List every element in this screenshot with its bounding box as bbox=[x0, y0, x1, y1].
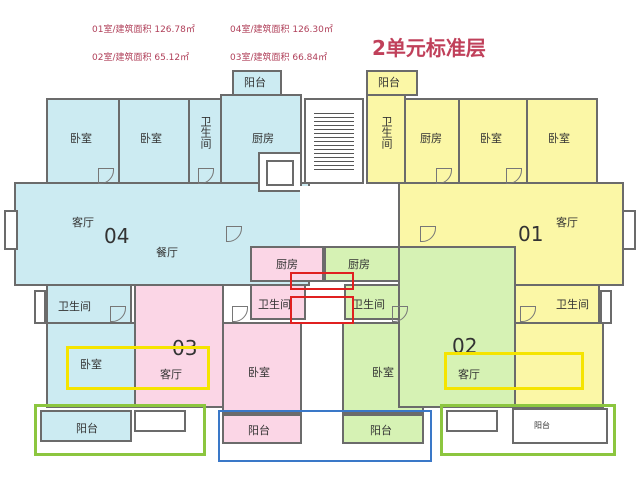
unit-04-number: 04 bbox=[104, 224, 130, 248]
highlight-blue-bottom bbox=[218, 410, 432, 462]
balcony-01-lower-label: 阳台 bbox=[534, 421, 550, 430]
bedroom-01-b-label: 卧室 bbox=[548, 132, 570, 145]
core-corridor bbox=[300, 186, 366, 246]
bedroom-02-label: 卧室 bbox=[372, 366, 394, 379]
bedroom-03-label: 卧室 bbox=[248, 366, 270, 379]
kitchen-03-label: 厨房 bbox=[276, 258, 298, 271]
bedroom-04-lower-label: 卧室 bbox=[80, 358, 102, 371]
legend-01: 01室/建筑面积 126.78㎡ bbox=[92, 25, 195, 35]
legend-03: 03室/建筑面积 66.84㎡ bbox=[230, 53, 328, 63]
kitchen-02 bbox=[324, 246, 400, 282]
ledge-02 bbox=[446, 410, 498, 432]
balcony-03-label: 阳台 bbox=[248, 424, 270, 437]
balcony-03 bbox=[222, 414, 302, 444]
balcony-04-lower bbox=[40, 410, 132, 442]
highlight-yellow-left bbox=[66, 346, 210, 390]
bath-04-lower-label: 卫生间 bbox=[58, 300, 91, 313]
kitchen-04-top-label: 厨房 bbox=[252, 132, 274, 145]
highlight-red-top bbox=[290, 272, 354, 290]
highlight-green-left bbox=[34, 404, 206, 456]
elevator-car bbox=[266, 160, 294, 186]
window-01-right bbox=[622, 210, 636, 250]
ledge-03 bbox=[134, 410, 186, 432]
bath-03-label: 卫生间 bbox=[258, 298, 291, 311]
bath-02-label: 卫生间 bbox=[352, 298, 385, 311]
bath-03 bbox=[250, 284, 306, 320]
bedroom-01-lower bbox=[514, 322, 604, 408]
door-arc-7 bbox=[232, 306, 248, 322]
highlight-red-bottom bbox=[290, 296, 354, 324]
living-01-label: 客厅 bbox=[556, 216, 578, 229]
balcony-02-label: 阳台 bbox=[370, 424, 392, 437]
bath-04-top-label: 卫生间 bbox=[199, 116, 212, 149]
unit-01-number: 01 bbox=[518, 222, 544, 246]
highlight-green-right bbox=[440, 404, 616, 456]
floor-title: 2单元标准层 bbox=[372, 36, 486, 60]
window-04-lower bbox=[34, 290, 46, 324]
stair-treads bbox=[314, 110, 354, 172]
bath-01-top-label: 卫生间 bbox=[380, 116, 393, 149]
living-04-label: 客厅 bbox=[72, 216, 94, 229]
window-01-lower bbox=[600, 290, 612, 324]
balcony-04-top-label: 阳台 bbox=[244, 76, 266, 89]
dining-04-label: 餐厅 bbox=[156, 246, 178, 259]
kitchen-01-top-label: 厨房 bbox=[420, 132, 442, 145]
bedroom-04-lower bbox=[46, 322, 136, 408]
bedroom-01-a-label: 卧室 bbox=[480, 132, 502, 145]
legend-04: 04室/建筑面积 126.30㎡ bbox=[230, 25, 333, 35]
balcony-04-lower-label: 阳台 bbox=[76, 422, 98, 435]
balcony-02 bbox=[342, 414, 424, 444]
window-04-left bbox=[4, 210, 18, 250]
legend-02: 02室/建筑面积 65.12㎡ bbox=[92, 53, 190, 63]
highlight-yellow-right bbox=[444, 352, 584, 390]
bedroom-04-a-label: 卧室 bbox=[70, 132, 92, 145]
balcony-01-top-label: 阳台 bbox=[378, 76, 400, 89]
kitchen-03 bbox=[250, 246, 324, 282]
living-02-label: 客厅 bbox=[458, 368, 480, 381]
balcony-01-lower bbox=[512, 408, 608, 444]
bedroom-04-b-label: 卧室 bbox=[140, 132, 162, 145]
kitchen-01-top bbox=[404, 98, 460, 184]
kitchen-02-label: 厨房 bbox=[348, 258, 370, 271]
bedroom-03 bbox=[222, 322, 302, 414]
living-03-label: 客厅 bbox=[160, 368, 182, 381]
bath-01-lower-label: 卫生间 bbox=[556, 298, 589, 311]
living-02 bbox=[398, 246, 516, 408]
